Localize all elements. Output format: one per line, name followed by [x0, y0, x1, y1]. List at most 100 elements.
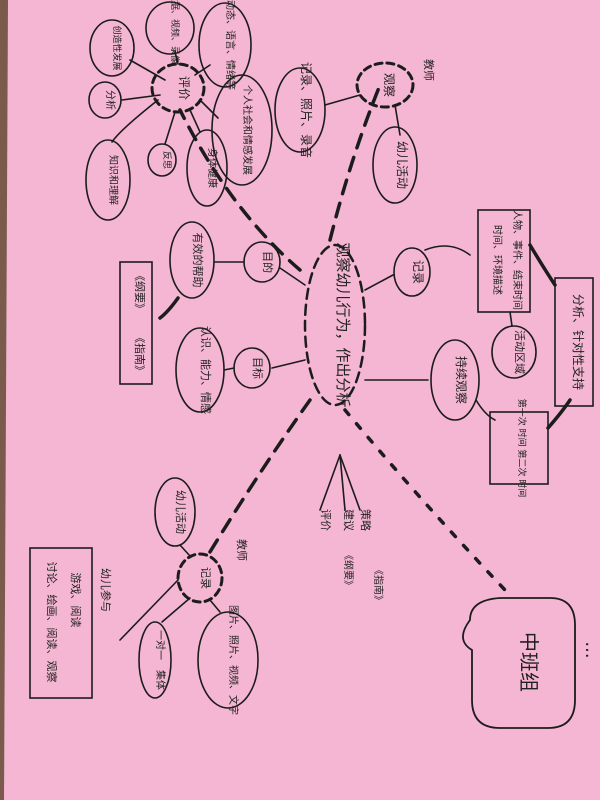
edge-goal-bottom-detail: [223, 367, 235, 371]
record-right-label: 记录: [411, 260, 425, 284]
edge-observe-method: [324, 94, 361, 106]
eval-sub7-outline: [186, 129, 228, 207]
edge-eval-sub1: [194, 64, 211, 76]
observe-continuous-label: 持续观察: [454, 356, 469, 404]
edge-record-box: [424, 245, 471, 256]
observe-hub-label: 观察: [382, 73, 396, 97]
book1-label: 《纲要》: [133, 270, 146, 314]
child-box-outline: [29, 547, 93, 699]
time-record-box-outline: [489, 411, 549, 485]
middle-class-label: 中班组: [517, 632, 541, 692]
eval-sub1-outline: [198, 2, 252, 88]
edge-box-analysis: [528, 243, 557, 287]
activity-area-label: 活动区域: [513, 330, 526, 374]
goal-top-detail-outline: [169, 221, 215, 299]
child-box-line1: 游戏、阅读: [69, 573, 83, 628]
middle-class-bubble: [462, 597, 576, 729]
eval-sub5-outline: [211, 74, 273, 186]
record-box-line1: 时间、环境描述: [491, 225, 504, 295]
branch-to-observe-top: [328, 83, 382, 242]
strategy-s3-label: 评价: [319, 509, 332, 531]
observe-teacher-tag: 教师: [422, 59, 435, 81]
record-time-box-outline: [477, 209, 531, 313]
eval-sub3-outline: [89, 19, 135, 77]
edge-eval-sub6: [164, 111, 176, 145]
evaluate-hub-outline: [150, 62, 206, 114]
record-bottom-hub-label: 记录: [199, 567, 212, 589]
eval-sub3-label: 创造性发展: [111, 25, 123, 70]
strategy-ref1-label: 《指南》: [372, 565, 385, 605]
goal-top-label: 目的: [261, 251, 275, 273]
child-activity-top-outline: [372, 126, 418, 204]
edge-record-one: [161, 597, 191, 623]
edge-observe-activity: [394, 104, 401, 136]
edge-eval-sub5: [199, 99, 219, 119]
edge-central-goal-top: [279, 267, 306, 286]
eval-sub2-outline: [145, 1, 195, 55]
strategy-s1-label: 策略: [359, 509, 373, 531]
child-activity-bottom-label: 幼儿活动: [174, 490, 187, 534]
books-box-outline: [119, 261, 153, 385]
edge-box-activity: [509, 311, 513, 327]
media-outline: [197, 611, 259, 709]
edge-strategy-suggest: [339, 454, 346, 511]
one-to-one-label: 一对一: [154, 630, 167, 660]
eval-sub4-outline: [88, 81, 122, 119]
activity-area-outline: [491, 325, 537, 379]
media-label: 图片、照片、视频、文字: [227, 605, 240, 715]
central-node-outline: [303, 243, 367, 407]
edge-record-child: [119, 579, 179, 641]
time-record-label: 第一次 时间 第二次 时间: [516, 399, 528, 498]
child-box-line2: 讨论、绘画、阅读、观察: [45, 562, 59, 683]
edge-eval-sub7: [189, 109, 201, 133]
goal-bottom-detail-label: 认识、能力、情感: [199, 326, 213, 414]
edge-goal-books: [158, 296, 180, 320]
eval-sub8-label: 知识和理解: [107, 155, 120, 205]
middle-class-ellipsis: ...: [581, 641, 600, 658]
child-activity-top-label: 幼儿活动: [395, 141, 409, 189]
record-bottom-hub-outline: [176, 552, 224, 604]
observe-continuous-outline: [430, 339, 480, 421]
edge-strategy-strategy: [339, 454, 361, 511]
analysis-label: 分析、针对性支持: [571, 294, 586, 390]
central-label: 观察幼儿行为，作出分析: [334, 242, 352, 407]
edge-eval-sub8: [111, 99, 159, 143]
child-activity-bottom-outline: [154, 477, 196, 547]
branch-to-record-bottom: [203, 398, 312, 562]
edge-timebox-analysis: [546, 398, 572, 430]
eval-sub4-label: 分析: [104, 90, 117, 110]
group-label: 集体: [154, 670, 167, 690]
observe-hub-outline: [355, 61, 415, 109]
observe-method-label: 记录、照片、录音: [299, 62, 314, 158]
record-box-line2: 人物、事件、结束时间: [511, 210, 524, 310]
edge-strategy-evaluate: [319, 454, 341, 511]
evaluate-hub-label: 评价: [177, 76, 191, 100]
edge-eval-sub2: [174, 51, 179, 65]
one-to-one-outline: [138, 621, 172, 699]
edge-observe-timebox: [475, 399, 496, 421]
eval-sub5-label: 个人社会和情感发展: [241, 85, 254, 175]
edge-central-record-right: [364, 274, 394, 291]
analysis-box-outline: [554, 277, 594, 407]
eval-sub6-outline: [147, 143, 177, 177]
pink-paper: [4, 0, 600, 800]
goal-bottom-label: 目标: [251, 357, 265, 379]
strategy-ref2-label: 《纲要》: [342, 550, 355, 590]
edge-eval-sub4: [121, 94, 161, 101]
record-photo-audio-outline: [274, 67, 326, 153]
record-bottom-teacher-tag: 教师: [235, 539, 248, 561]
eval-sub2-label: 数据、视频、录像: [169, 0, 181, 64]
child-box-tag: 幼儿参与: [99, 568, 113, 612]
branch-to-evaluate: [178, 108, 302, 272]
record-right-outline: [393, 247, 431, 297]
book2-label: 《指南》: [133, 332, 147, 376]
eval-sub1-label: 动态、语言、情绪等: [224, 0, 237, 90]
eval-sub8-outline: [85, 139, 131, 221]
edge-record-media: [209, 599, 221, 613]
strategy-s2-label: 建议: [342, 509, 356, 531]
eval-sub6-label: 反思: [161, 151, 172, 169]
edge-record-activity: [179, 544, 191, 557]
edge-central-goal-bottom: [271, 359, 306, 369]
